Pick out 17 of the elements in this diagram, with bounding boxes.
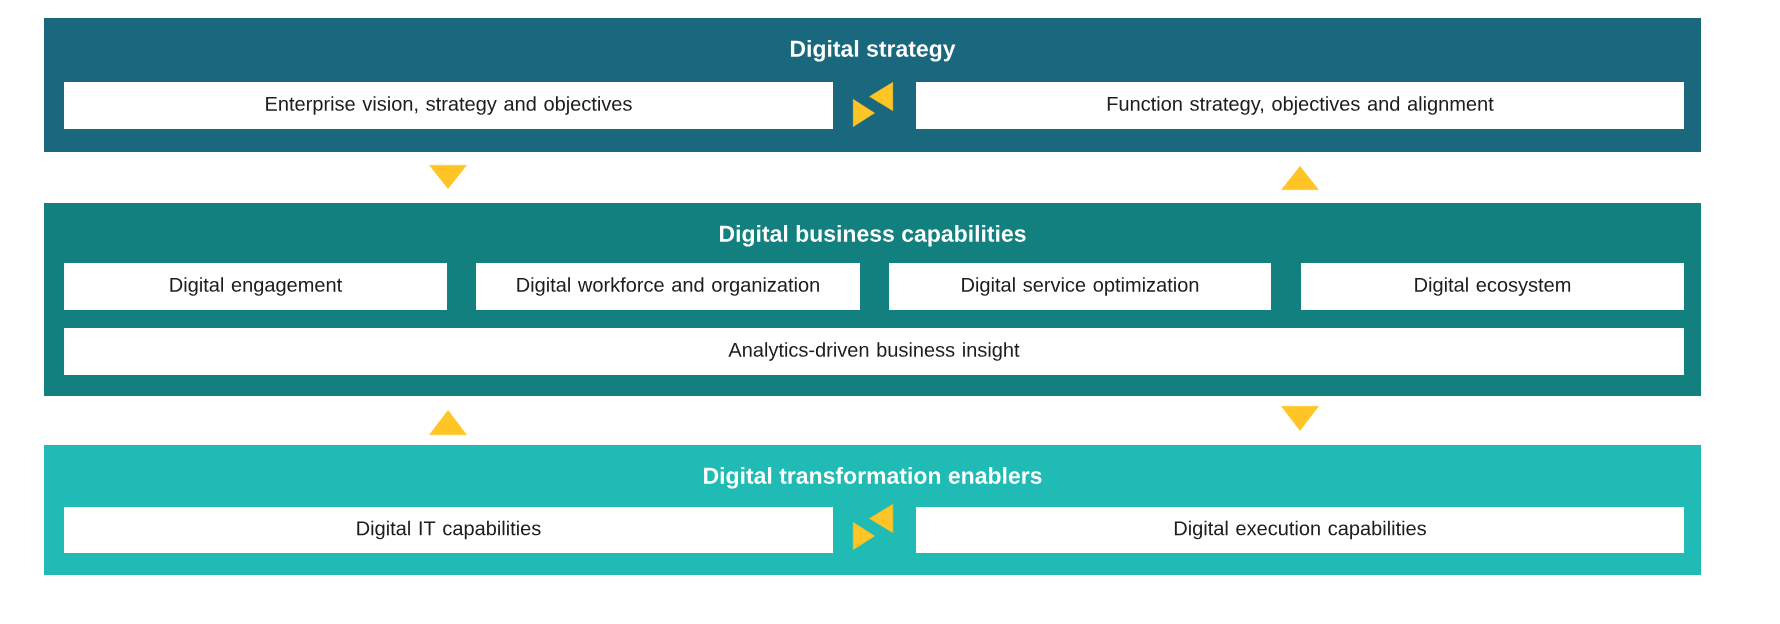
arrow <box>1281 405 1319 431</box>
arrow <box>852 522 875 550</box>
capability-box: Digital IT capabilities <box>64 507 833 553</box>
arrow <box>869 82 894 111</box>
capability-box: Digital service optimization <box>889 263 1271 310</box>
arrow <box>429 164 467 189</box>
capability-box: Digital engagement <box>64 263 447 310</box>
arrow <box>852 99 875 127</box>
arrow <box>429 410 467 436</box>
arrow <box>1281 166 1319 191</box>
capability-box: Digital ecosystem <box>1301 263 1684 310</box>
capability-box: Analytics-driven business insight <box>64 328 1684 375</box>
capability-box: Digital workforce and organization <box>476 263 860 310</box>
arrow <box>869 504 894 533</box>
capability-box: Digital execution capabilities <box>916 507 1684 553</box>
capability-box: Enterprise vision, strategy and objectives <box>64 82 833 129</box>
capability-box: Function strategy, objectives and alignment <box>916 82 1684 129</box>
